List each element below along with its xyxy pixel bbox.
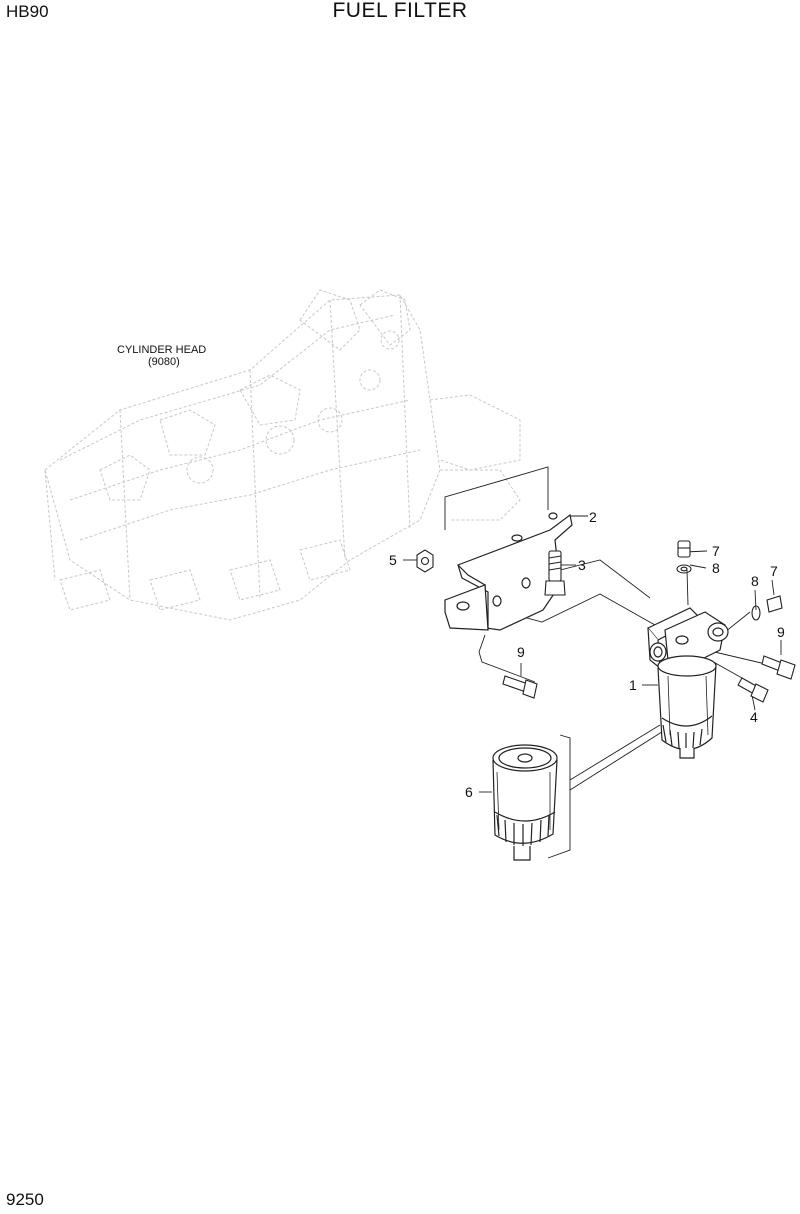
fuel-filter-assembly bbox=[647, 607, 729, 759]
callout-7-right: 7 bbox=[770, 563, 778, 579]
leader-lines bbox=[403, 466, 782, 859]
callout-2: 2 bbox=[589, 509, 597, 525]
callout-9-right: 9 bbox=[777, 624, 785, 640]
callout-1: 1 bbox=[629, 677, 637, 693]
callout-8-right: 8 bbox=[751, 573, 759, 589]
bracket-part bbox=[444, 512, 573, 631]
bolt-part-9-right bbox=[761, 655, 796, 680]
reference-label: CYLINDER HEAD bbox=[117, 344, 207, 356]
nut-part-5 bbox=[416, 549, 434, 573]
cylinder-head-ghost bbox=[44, 289, 521, 621]
model-code: HB90 bbox=[6, 2, 49, 21]
fitting-part-7-top bbox=[677, 540, 691, 558]
callout-9-left: 9 bbox=[517, 644, 525, 660]
fitting-part-7-right bbox=[766, 595, 783, 613]
callout-7-top: 7 bbox=[712, 543, 720, 559]
callout-8-top: 8 bbox=[712, 560, 720, 576]
page-title: FUEL FILTER bbox=[332, 0, 468, 22]
reference-code: (9080) bbox=[148, 356, 180, 368]
washer-part-8-top bbox=[676, 564, 692, 574]
bolt-part-4 bbox=[737, 677, 769, 703]
callout-3: 3 bbox=[578, 557, 586, 573]
callout-6: 6 bbox=[465, 784, 473, 800]
bolt-part-3 bbox=[544, 550, 566, 596]
filter-cartridge-part-6 bbox=[492, 744, 558, 861]
callout-labels: 2 5 3 7 8 8 7 9 9 1 4 6 bbox=[389, 509, 785, 800]
callout-5: 5 bbox=[389, 552, 397, 568]
page-number: 9250 bbox=[6, 1190, 44, 1209]
callout-4: 4 bbox=[750, 709, 758, 725]
bolt-part-9-left bbox=[502, 675, 538, 699]
washer-part-8-right bbox=[751, 605, 761, 621]
